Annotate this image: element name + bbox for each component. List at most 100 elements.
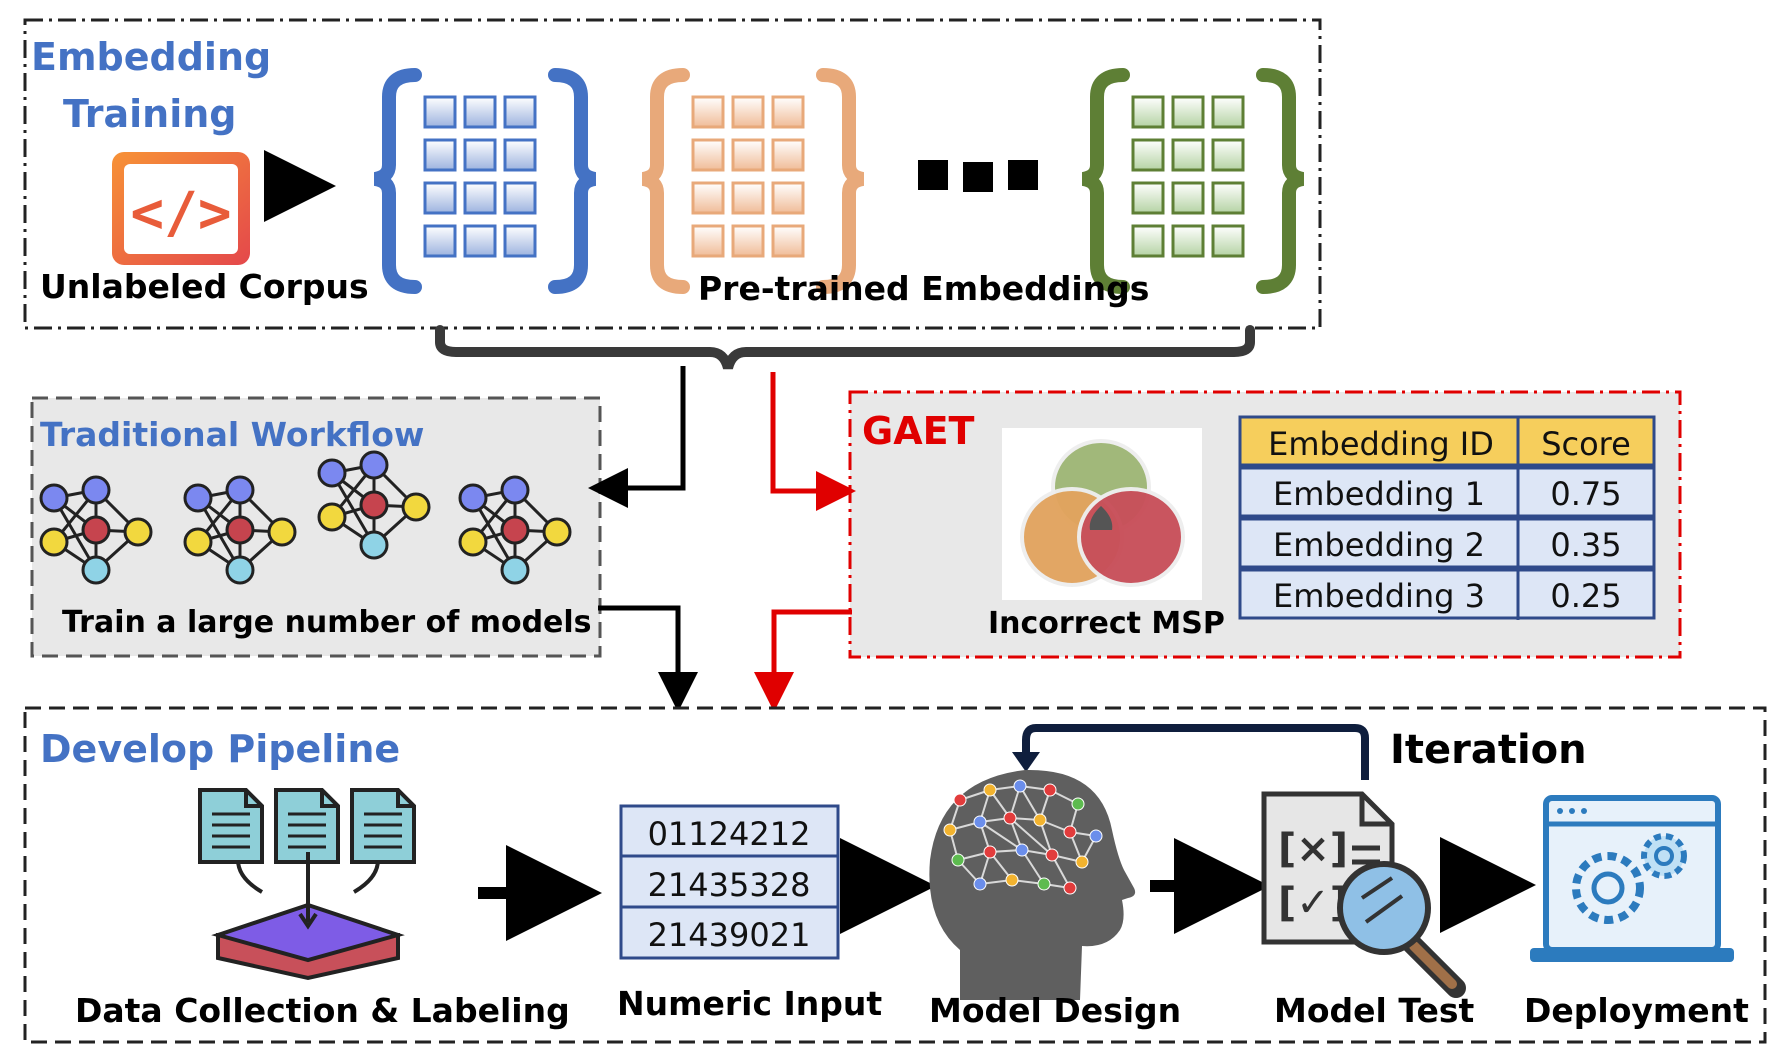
iteration-label: Iteration: [1390, 727, 1587, 773]
gaet-section: GAET Incorrect MSP Embedding ID Score Em…: [848, 390, 1682, 659]
numeric-input-table: 01124212 21435328 21439021: [619, 804, 840, 960]
matrix-cell: [1131, 181, 1165, 215]
embedding-matrix-green: [1081, 68, 1305, 294]
venn-diagram-icon: [1002, 428, 1202, 600]
matrix-cell: [1211, 95, 1245, 129]
matrix-cell: [423, 224, 457, 258]
table-header-embedding-id: Embedding ID: [1268, 425, 1494, 463]
develop-pipeline-title: Develop Pipeline: [40, 727, 400, 771]
connectors: [588, 366, 856, 712]
code-file-icon: </>: [112, 152, 250, 265]
svg-text:[×]: [×]: [1278, 826, 1348, 872]
develop-pipeline-section: Develop Pipeline Iteration Data Collecti…: [23, 706, 1767, 1044]
document-icon: [274, 788, 340, 864]
matrix-cell: [423, 181, 457, 215]
model-test-icon: [×] [✓]: [1261, 791, 1466, 998]
matrix-cell: [691, 95, 725, 129]
matrix-cell: [691, 224, 725, 258]
gaet-to-pipeline-arrow: [754, 609, 852, 712]
matrix-cell: [771, 224, 805, 258]
matrix-cell: [1171, 95, 1205, 129]
matrix-cell: [1131, 138, 1165, 172]
table-header-row: [1238, 415, 1656, 467]
matrix-cell: [1131, 224, 1165, 258]
numeric-value-3: 21439021: [648, 916, 811, 954]
table-cell-embedding-id: Embedding 1: [1273, 475, 1485, 513]
ellipsis-icon: [918, 160, 1038, 192]
table-cell-embedding-id: Embedding 2: [1273, 526, 1485, 564]
matrix-cell: [503, 181, 537, 215]
matrix-cell: [771, 95, 805, 129]
deployment-label: Deployment: [1524, 991, 1749, 1030]
table-header-score: Score: [1541, 425, 1631, 463]
matrix-cell: [731, 181, 765, 215]
deployment-icon: [1530, 795, 1734, 962]
matrix-cell: [1211, 181, 1245, 215]
matrix-cell: [463, 95, 497, 129]
document-icon: [350, 788, 416, 864]
gaet-title: GAET: [862, 409, 975, 453]
traditional-to-pipeline-arrow: [598, 605, 698, 712]
iteration-loop-arrow: [1022, 724, 1369, 780]
incorrect-msp-label: Incorrect MSP: [988, 606, 1225, 641]
table-row: Embedding 3 0.25: [1238, 568, 1656, 620]
matrix-cell: [691, 138, 725, 172]
data-collection-icon: [198, 788, 416, 981]
svg-text:</>: </>: [130, 181, 231, 246]
matrix-cell: [1171, 138, 1205, 172]
matrix-cell: [423, 138, 457, 172]
embedding-training-section: Embedding Training </> Unlabeled Corpus: [23, 18, 1322, 330]
matrix-cell: [771, 138, 805, 172]
matrix-cell: [463, 138, 497, 172]
svg-text:[✓]: [✓]: [1278, 880, 1348, 926]
table-cell-score: 0.75: [1550, 475, 1621, 513]
table-row: Embedding 1 0.75: [1238, 466, 1656, 518]
table-cell-score: 0.35: [1550, 526, 1621, 564]
table-cell-score: 0.25: [1550, 577, 1621, 615]
brain-head-icon: [929, 769, 1136, 1000]
numeric-value-2: 21435328: [648, 866, 811, 904]
unlabeled-corpus-label: Unlabeled Corpus: [40, 267, 369, 306]
brace-to-traditional-arrow: [588, 366, 686, 508]
model-design-label: Model Design: [929, 991, 1181, 1030]
matrix-cell: [731, 224, 765, 258]
embedding-matrix-blue: [373, 68, 597, 294]
matrix-cell: [503, 95, 537, 129]
matrix-cell: [1131, 95, 1165, 129]
neural-network-icon: [183, 475, 297, 585]
neural-networks: [39, 450, 572, 585]
neural-network-icon: [317, 450, 431, 560]
matrix-cell: [691, 181, 725, 215]
matrix-cell: [463, 181, 497, 215]
neural-network-icon: [458, 475, 572, 585]
matrix-cell: [423, 95, 457, 129]
matrix-cell: [503, 224, 537, 258]
pretrained-embeddings-label: Pre-trained Embeddings: [698, 269, 1149, 308]
numeric-input-label: Numeric Input: [617, 984, 882, 1023]
brace-to-gaet-arrow: [770, 372, 856, 511]
merge-brace: [435, 325, 1255, 370]
train-models-caption: Train a large number of models: [62, 605, 592, 640]
embedding-matrix-orange: [641, 68, 865, 294]
numeric-value-1: 01124212: [648, 815, 811, 853]
model-test-label: Model Test: [1274, 991, 1474, 1030]
matrix-cell: [503, 138, 537, 172]
matrix-cell: [1211, 224, 1245, 258]
traditional-workflow-section: Traditional Workflow Train a large numbe…: [30, 396, 602, 658]
table-cell-embedding-id: Embedding 3: [1273, 577, 1485, 615]
matrix-cell: [731, 95, 765, 129]
traditional-workflow-title: Traditional Workflow: [40, 415, 424, 454]
embedding-training-title-line2: Training: [63, 92, 237, 136]
table-row: Embedding 2 0.35: [1238, 517, 1656, 569]
neural-network-icon: [39, 475, 153, 585]
matrix-cell: [731, 138, 765, 172]
data-collection-label: Data Collection & Labeling: [75, 991, 570, 1030]
document-icon: [198, 788, 264, 864]
matrix-cell: [771, 181, 805, 215]
matrix-cell: [463, 224, 497, 258]
matrix-cell: [1171, 181, 1205, 215]
matrix-cell: [1211, 138, 1245, 172]
matrix-cell: [1171, 224, 1205, 258]
